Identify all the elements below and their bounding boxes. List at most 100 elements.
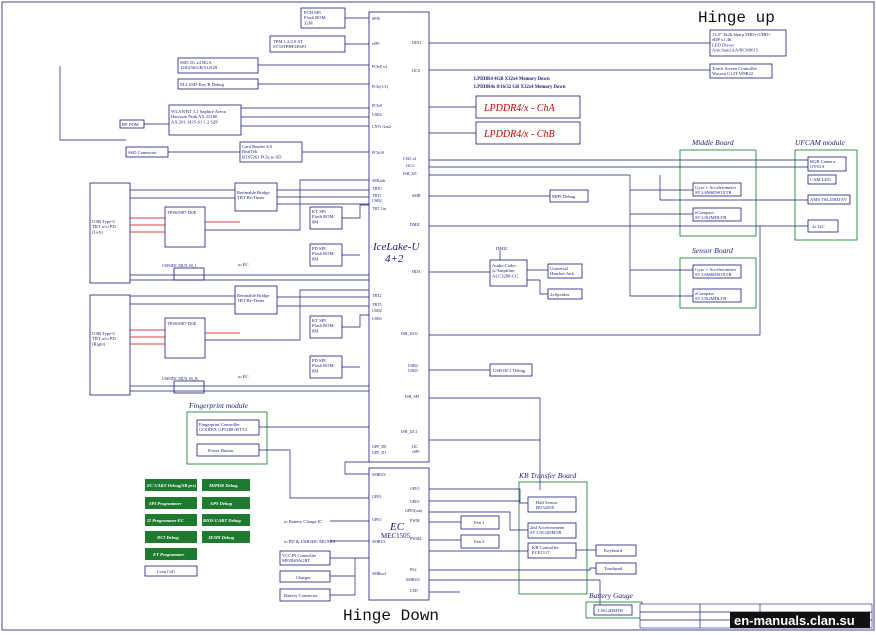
svg-text:PWM4: PWM4: [410, 536, 422, 541]
svg-text:LED: LED: [410, 588, 418, 593]
svg-text:SMBUS: SMBUS: [372, 539, 386, 544]
debug-btn-1: MIPI60 Debug: [208, 483, 238, 488]
svg-text:PCIe0 x4: PCIe0 x4: [372, 64, 387, 69]
svg-text:I2C: I2C: [412, 444, 418, 449]
svg-text:GPIO(out): GPIO(out): [405, 508, 423, 513]
fan2-label: Fan 2: [474, 539, 485, 544]
svg-text:TBT2: TBT2: [372, 293, 382, 298]
debug-btn-8: ET Programmer: [152, 552, 184, 557]
ecompass-sensor-block: [692, 288, 742, 303]
power-button-label: Power Button: [208, 448, 234, 453]
svg-text:SMLink: SMLink: [372, 178, 385, 183]
usb3dc-mux-right: [173, 380, 205, 394]
audio-codec-block: [489, 259, 528, 287]
dmic-label: DMIC: [496, 246, 508, 251]
retimer-right-block: [234, 285, 278, 315]
usbc-left-connector: [89, 182, 131, 284]
svg-text:TBT3: TBT3: [372, 302, 382, 307]
kb-transfer-board-label: KB Transfer Board: [518, 471, 576, 480]
debug-btn-7: JESPI Debug: [207, 535, 235, 540]
svg-text:GPIO: GPIO: [372, 494, 381, 499]
hall-sensor-block: [527, 496, 577, 513]
speaker-label: 2xSpeaker: [550, 292, 570, 297]
gyro-mid-block: [692, 182, 742, 197]
fan1-block: [460, 515, 500, 530]
debug-btn-4: I2 Programmer EC: [146, 518, 185, 523]
keyboard-block: [595, 544, 637, 557]
to-ec-right: to EC: [238, 374, 249, 379]
svg-text:ISH_I2C0: ISH_I2C0: [401, 331, 417, 336]
touch-screen-block: [709, 63, 773, 79]
svg-text:CSI2 x4: CSI2 x4: [403, 156, 416, 161]
watermark-text: en-manuals.clan.su: [734, 613, 855, 628]
svg-text:SMBus4: SMBus4: [372, 571, 386, 576]
battery-gauge-label: Battery Gauge: [589, 591, 634, 600]
svg-text:TBT1: TBT1: [372, 193, 382, 198]
fan1-label: Fan 1: [474, 520, 485, 525]
ufcam-module-outline: [794, 149, 858, 241]
i2c-ic-label: 2x I2C: [812, 224, 825, 229]
ec-pin-labels: SMBUS GPIO GPIO SMBUS SMBus4 GPIO GPIO G…: [372, 472, 423, 593]
battery-charge-label: to Battery Charge IC: [284, 519, 322, 524]
fingerprint-module-label: Fingerprint module: [188, 401, 249, 410]
svg-text:SMB: SMB: [412, 193, 421, 198]
debug-button-group: EC UART Debug(SB pre) MIPI60 Debug SPI P…: [145, 479, 250, 560]
charger-label: Charger: [296, 575, 311, 580]
usb-dc1-debug-block: [489, 363, 533, 377]
lpddr-cha-label: LPDDR4/x - ChA: [483, 103, 555, 114]
middle-board-label: Middle Board: [691, 138, 734, 147]
watermark-bg: [730, 612, 870, 628]
svg-text:PCIe(1/2): PCIe(1/2): [372, 84, 388, 89]
cpu-pin-labels: SPI0 eSPI PCIe0 x4 PCIe(1/2) PCIe9 USB2 …: [372, 16, 421, 455]
keyboard-label: Keyboard: [604, 548, 623, 553]
sensor-board-outline: [679, 257, 757, 309]
tps-right-block: [164, 317, 206, 359]
touchpad-label: Touchpad: [604, 566, 623, 571]
accel-kb-block: [527, 522, 577, 539]
svg-text:eSPI: eSPI: [412, 449, 420, 454]
svg-text:DDI1: DDI1: [412, 40, 421, 45]
svg-text:I2C2: I2C2: [406, 163, 414, 168]
lpddr-chb-label: LPDDR4/x - ChB: [483, 129, 555, 140]
svg-text:PCIe9: PCIe9: [372, 103, 382, 108]
kb-controller-block: [527, 542, 577, 559]
ir-sensor-block: [807, 194, 851, 205]
cpu-icelake-block: [368, 11, 430, 463]
svg-text:ISH_SPI: ISH_SPI: [405, 394, 420, 399]
pwrbtn-wire: [259, 449, 369, 499]
mipi-debug-block: [549, 189, 589, 203]
wlan-bt-block: [168, 104, 242, 136]
svg-text:TBT0: TBT0: [372, 186, 382, 191]
svg-text:USB2: USB2: [372, 308, 382, 313]
m2-debug-label: M.2 SSD-Key B Debug: [180, 82, 225, 87]
debug-btn-2: SPI Programmer: [149, 501, 182, 506]
hinge-down-title: Hinge Down: [343, 607, 439, 625]
gauge-ic-label: LNG2DMTR: [598, 608, 624, 613]
tps-left-label: TPS65987-D0E: [167, 210, 197, 215]
ssd-connector-label: SSD Connector: [128, 150, 157, 155]
cpu-sub: 4+2: [385, 253, 404, 265]
ec-name: EC: [389, 521, 405, 533]
svg-text:USB2: USB2: [408, 363, 418, 368]
cam-led-label: CAM LED: [810, 177, 831, 182]
debug-btn-6: DCI Debug: [156, 535, 180, 540]
usb3dc-mux-left: [173, 267, 205, 281]
svg-text:USB3: USB3: [372, 316, 382, 321]
usb3dc-left-label: USB3DC MUX SS_L: [162, 263, 198, 268]
ecompass-mid-block: [692, 207, 742, 222]
svg-text:SMBUS: SMBUS: [406, 577, 420, 582]
svg-text:eSPI: eSPI: [372, 41, 380, 46]
